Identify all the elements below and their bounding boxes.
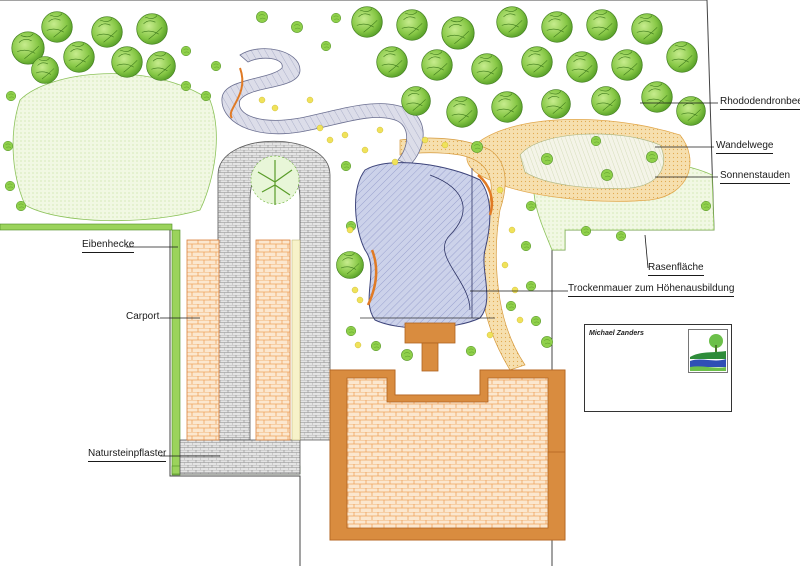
sonnenstauden-inner xyxy=(519,133,665,189)
label-trockenmauer: Trockenmauer zum Höhenausbildung xyxy=(568,283,735,297)
natursteinpflaster-bottom xyxy=(179,439,301,475)
carport-lane-1 xyxy=(186,239,220,441)
tree-in-arch xyxy=(250,155,300,205)
landscape-logo-icon xyxy=(688,329,728,373)
house-wall xyxy=(329,369,566,541)
carport-edge xyxy=(291,239,301,441)
jetty-stem xyxy=(421,342,439,372)
title-block: Michael Zanders xyxy=(584,324,732,412)
label-natursteinpflaster: Natursteinpflaster xyxy=(88,448,167,462)
trockenmauer-west xyxy=(366,249,378,306)
flower-dots xyxy=(258,96,524,349)
label-wandelwege: Wandelwege xyxy=(716,140,774,154)
trockenmauer-north xyxy=(229,67,244,119)
pond xyxy=(355,162,491,329)
label-eibenhecke: Eibenhecke xyxy=(82,239,135,253)
label-rhododendronbeet: Rhododendronbeet xyxy=(720,96,800,110)
pond-stream xyxy=(429,174,471,311)
carport-lane-2 xyxy=(255,239,291,441)
eibenhecke-north xyxy=(0,223,173,231)
trockenmauer-east xyxy=(477,174,494,216)
label-carport: Carport xyxy=(126,311,160,322)
leader-lines xyxy=(126,102,718,457)
label-rasenflaeche: Rasenfläche xyxy=(648,262,704,276)
jetty-top xyxy=(404,322,456,344)
eibenhecke-west xyxy=(171,229,181,476)
lawn-area-west xyxy=(12,73,217,222)
wandelweg-path xyxy=(399,137,526,371)
property-boundary-west xyxy=(0,227,301,566)
label-sonnenstauden: Sonnenstauden xyxy=(720,170,791,184)
author-name: Michael Zanders xyxy=(589,330,644,337)
